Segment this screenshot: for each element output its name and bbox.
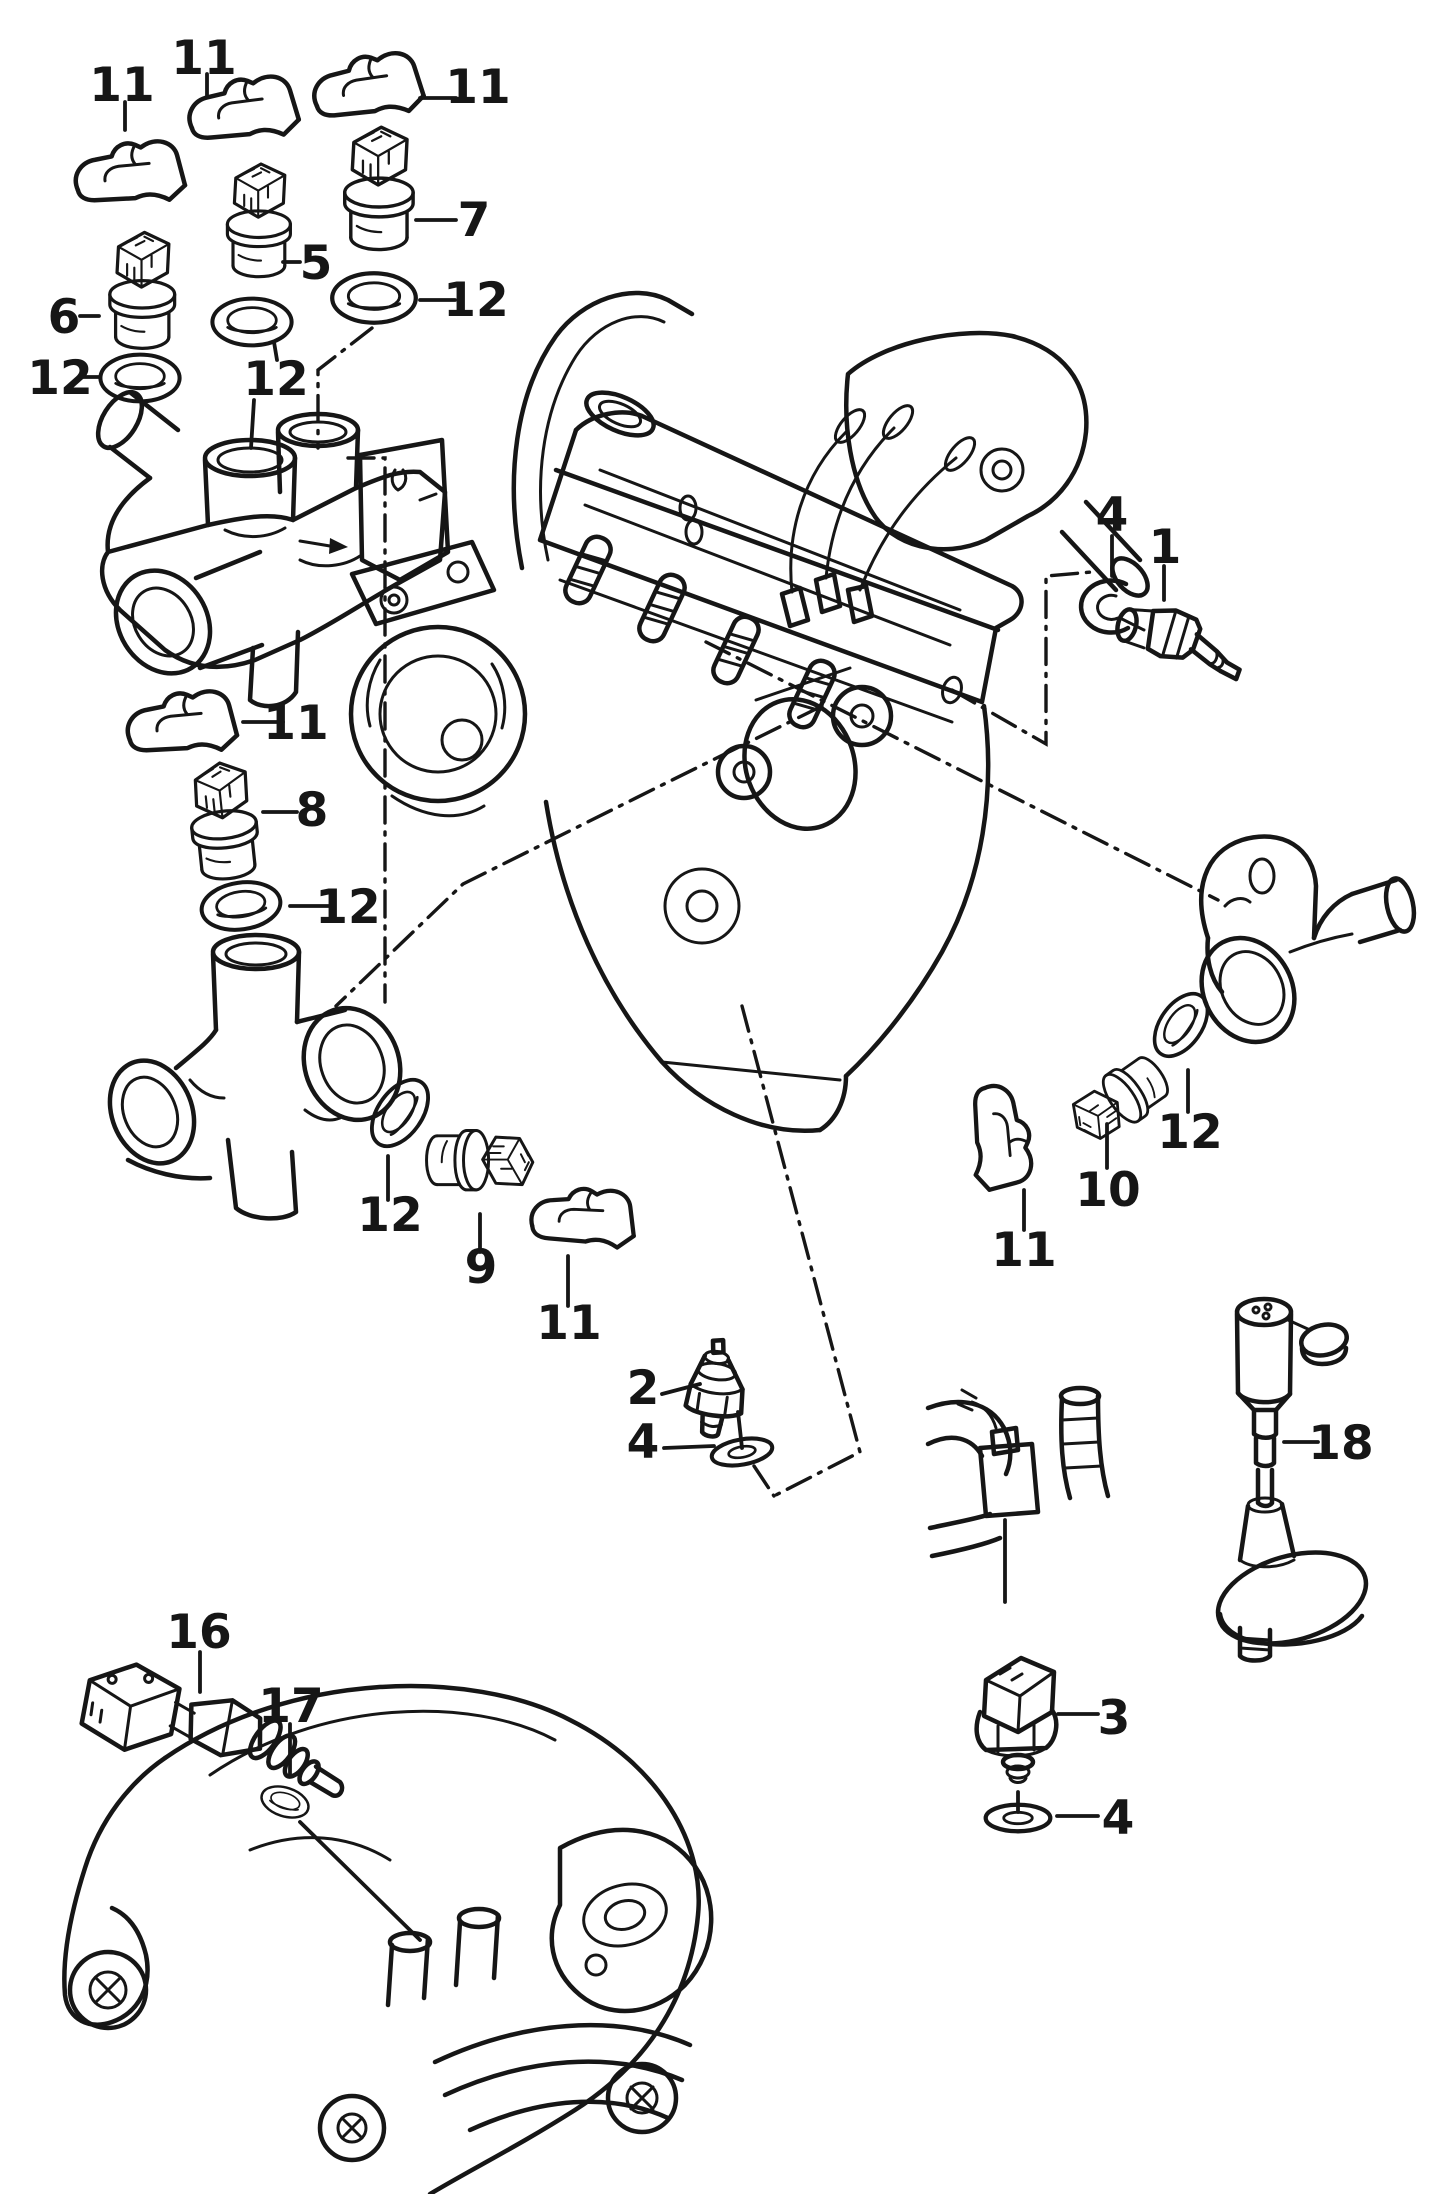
callout: 7 — [458, 193, 491, 248]
plug-in-sensor-5 — [225, 162, 292, 279]
callout: 16 — [166, 1605, 231, 1660]
callout: 9 — [465, 1240, 498, 1295]
callout: 18 — [1308, 1416, 1373, 1471]
callout: 4 — [1102, 1791, 1135, 1846]
callout: 10 — [1075, 1163, 1140, 1218]
gearbox — [62, 1683, 714, 2194]
plug-in-sensor-3 — [974, 1655, 1059, 1784]
coolant-flange — [95, 389, 451, 709]
retaining-clip — [126, 683, 241, 760]
callout: 5 — [300, 236, 333, 291]
o-ring-seal — [1141, 982, 1221, 1068]
callout: 12 — [357, 1188, 422, 1243]
plug-in-sensor-8 — [183, 758, 264, 884]
callout: 11 — [89, 58, 154, 113]
oil-level-sender-18 — [1215, 1296, 1369, 1663]
callout: 4 — [1096, 488, 1129, 543]
callout: 11 — [991, 1223, 1056, 1278]
callout: 12 — [443, 273, 508, 328]
plug-in-sensor-7 — [343, 125, 415, 252]
o-ring-seal-17 — [256, 1779, 314, 1825]
callout: 1 — [1149, 520, 1182, 575]
callout: 17 — [258, 1679, 323, 1734]
plug-in-sensor-9 — [425, 1129, 535, 1192]
callout: 3 — [1098, 1691, 1131, 1746]
callout: 12 — [243, 352, 308, 407]
callout: 11 — [263, 696, 328, 751]
retaining-clip — [966, 1084, 1039, 1194]
o-ring-seal — [332, 273, 416, 322]
retaining-clip — [74, 133, 189, 210]
callout: 11 — [445, 60, 510, 115]
callout: 6 — [48, 290, 81, 345]
callout: 2 — [627, 1361, 660, 1416]
engine — [348, 290, 1150, 1133]
oil-pressure-switch-1 — [1115, 607, 1242, 682]
hose-junction — [925, 1385, 1111, 1559]
plug-in-sensor-6 — [108, 230, 177, 350]
retaining-clip — [313, 49, 425, 120]
coolant-elbow — [1199, 834, 1417, 1045]
o-ring-seal — [212, 299, 291, 346]
three-way-pipe — [107, 932, 403, 1221]
reference-lines — [316, 326, 1220, 1498]
callouts: 11 11 11 7 5 6 12 12 12 11 8 12 12 9 11 … — [27, 31, 1373, 1846]
callout: 11 — [536, 1296, 601, 1351]
oil-pressure-switch-2 — [683, 1337, 745, 1439]
callout: 4 — [627, 1415, 660, 1470]
o-ring-seal — [199, 877, 284, 934]
callout: 12 — [315, 880, 380, 935]
callout: 8 — [296, 783, 329, 838]
callout: 12 — [1157, 1105, 1222, 1160]
leader-lines — [77, 72, 1320, 1942]
retaining-clip — [527, 1173, 643, 1258]
callout: 12 — [27, 351, 92, 406]
callout: 11 — [171, 31, 236, 86]
